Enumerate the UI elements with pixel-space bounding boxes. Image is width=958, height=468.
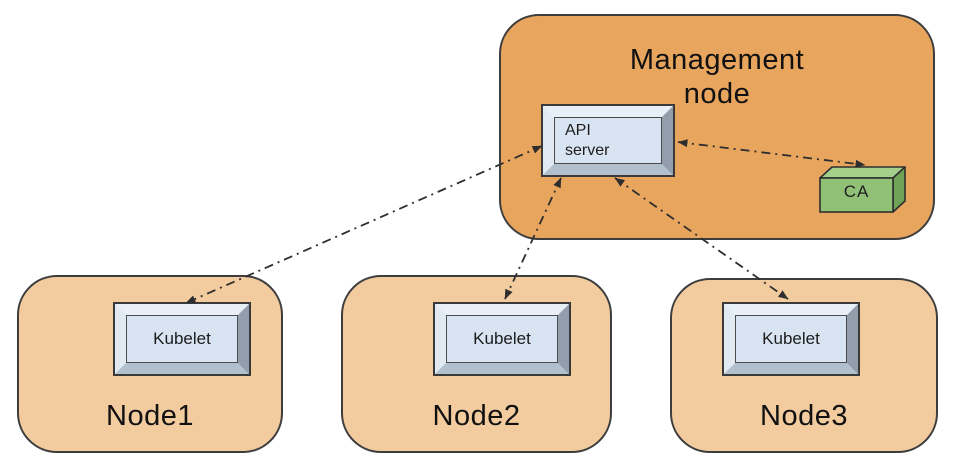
- kubelet-face-node3: Kubelet: [735, 315, 847, 363]
- api-server-label: API server: [565, 122, 610, 159]
- node3-label: Node3: [760, 400, 848, 432]
- kubelet-box-node1: Kubelet: [115, 304, 249, 374]
- kubelet-box-node3: Kubelet: [724, 304, 858, 374]
- management-node-title: Management node: [501, 43, 933, 111]
- kubelet-label-node3: Kubelet: [762, 329, 820, 348]
- ca-label: CA: [843, 182, 870, 201]
- api-server-face: API server: [554, 117, 662, 164]
- node1-label: Node1: [106, 400, 194, 432]
- node2: Kubelet Node2: [341, 275, 612, 453]
- kubelet-face-node1: Kubelet: [126, 315, 238, 363]
- kubelet-face-node2: Kubelet: [446, 315, 558, 363]
- kubelet-box-node2: Kubelet: [435, 304, 569, 374]
- api-server-box: API server: [543, 106, 673, 175]
- node2-label: Node2: [432, 400, 521, 432]
- node3: Kubelet Node3: [670, 278, 938, 453]
- management-node-title-text: Management node: [629, 44, 805, 111]
- node1: Kubelet Node1: [17, 275, 283, 453]
- kubelet-label-node2: Kubelet: [473, 329, 531, 348]
- kubelet-label-node1: Kubelet: [153, 329, 211, 348]
